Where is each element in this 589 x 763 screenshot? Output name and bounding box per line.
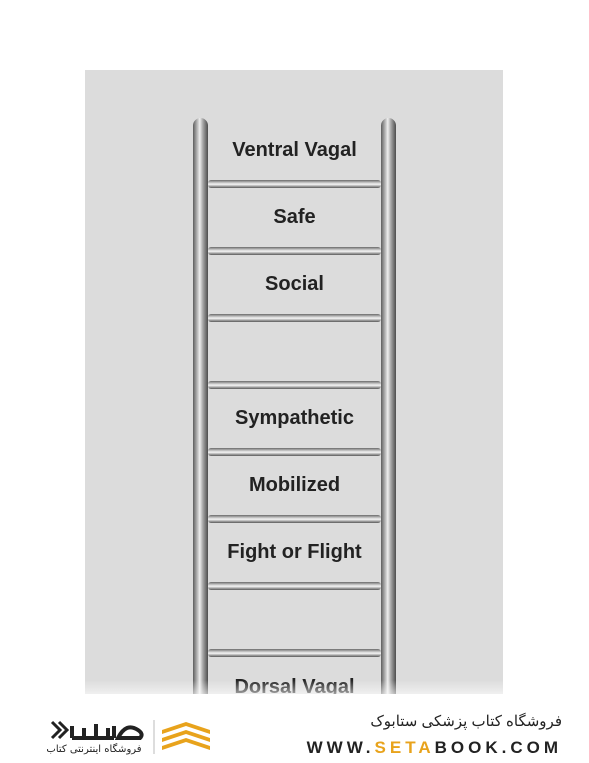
- ladder-rung: [208, 247, 381, 255]
- ladder-rung: [208, 314, 381, 322]
- watermark-footer: [0, 700, 589, 763]
- ladder-right-rail: [381, 118, 396, 694]
- store-url-brand: SETA: [374, 738, 435, 757]
- ladder-panel: Ventral Vagal Safe Social Sympathetic Mo…: [85, 70, 503, 694]
- ladder-rung: [208, 381, 381, 389]
- ladder-rung: [208, 582, 381, 590]
- ladder-left-rail: [193, 118, 208, 694]
- ladder-label-social: Social: [265, 273, 324, 295]
- svg-text:فروشگاه اینترنتی کتاب: فروشگاه اینترنتی کتاب: [46, 743, 141, 755]
- ladder-label-ventral-vagal: Ventral Vagal: [232, 139, 357, 161]
- store-url: WWW.SETABOOK.COM: [304, 738, 562, 758]
- ladder-rung: [208, 515, 381, 523]
- ladder-rung: [208, 448, 381, 456]
- ladder-label-safe: Safe: [273, 206, 316, 228]
- ladder-label-sympathetic: Sympathetic: [235, 407, 354, 429]
- store-url-suffix: BOOK.COM: [434, 738, 562, 757]
- ladder-label-fight-or-flight: Fight or Flight: [227, 541, 362, 563]
- store-url-prefix: WWW.: [306, 738, 375, 757]
- ladder-rung: [208, 180, 381, 188]
- ladder-rung: [208, 649, 381, 657]
- ladder-label-mobilized: Mobilized: [248, 474, 341, 496]
- setabook-logo: فروشگاه اینترنتی کتاب: [44, 716, 234, 763]
- store-name: فروشگاه کتاب پزشکی ستابوک: [370, 713, 562, 730]
